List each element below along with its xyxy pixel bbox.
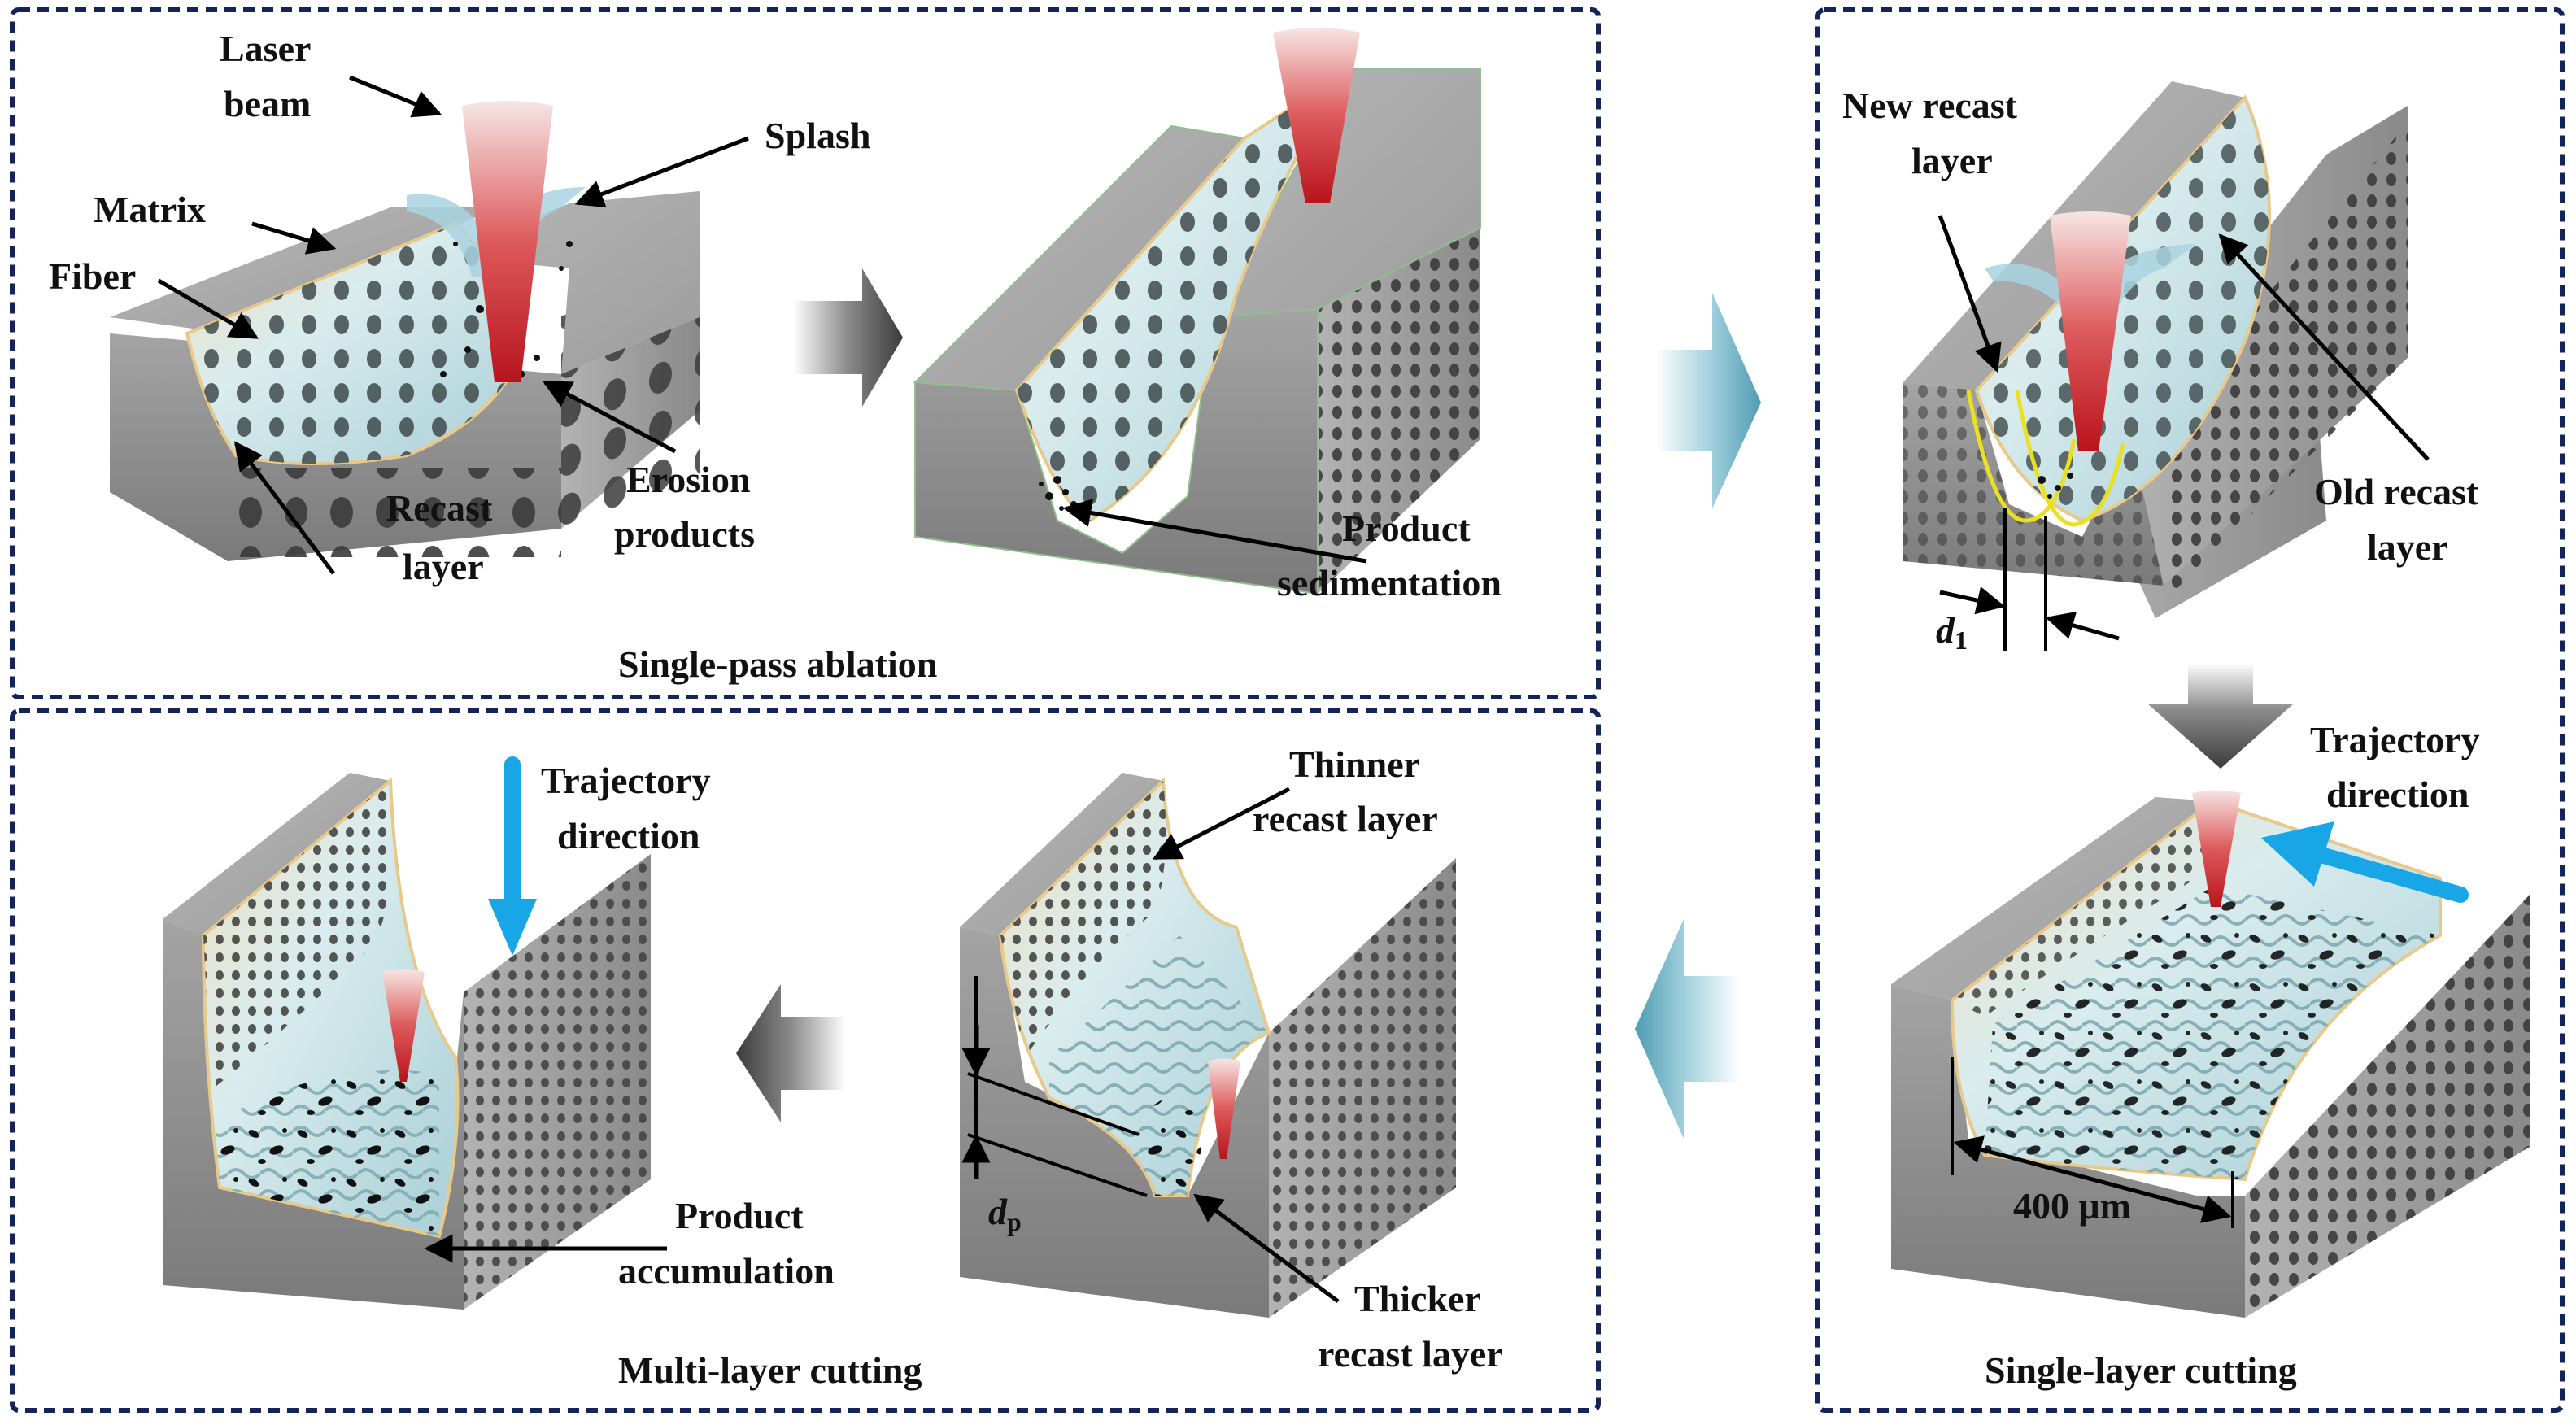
pointer-erosion bbox=[542, 380, 677, 454]
label-traj-single-2: direction bbox=[2326, 774, 2469, 815]
label-splash: Splash bbox=[765, 115, 870, 156]
laser-cone-icon bbox=[382, 969, 425, 1082]
block-single-layer-bottom bbox=[1891, 790, 2530, 1318]
blue-chevron-arrow-icon bbox=[1635, 919, 1741, 1139]
trajectory-arrow-single-layer bbox=[2261, 821, 2469, 903]
label-erosion-1: Erosion bbox=[626, 459, 751, 500]
laser-cone-icon bbox=[2192, 790, 2241, 907]
label-traj-multi-2: direction bbox=[557, 815, 700, 856]
block-multi-layer-left bbox=[163, 773, 651, 1310]
laser-cone-icon bbox=[462, 101, 553, 382]
label-thinner-2: recast layer bbox=[1253, 798, 1438, 839]
label-width-400um: 400 μm bbox=[2013, 1185, 2131, 1227]
pointer-new-recast bbox=[1937, 215, 2002, 373]
dark-chevron-arrow-icon bbox=[736, 984, 846, 1122]
label-thinner-1: Thinner bbox=[1289, 743, 1420, 785]
d1-arrow-right bbox=[2045, 611, 2120, 641]
pointer-splash bbox=[574, 136, 749, 208]
label-erosion-2: products bbox=[614, 513, 755, 555]
title-multi-layer: Multi-layer cutting bbox=[618, 1349, 922, 1391]
label-laser-beam-1: Laser bbox=[220, 28, 311, 69]
width-dim-line bbox=[1953, 1135, 2232, 1223]
pointer-fiber bbox=[157, 278, 259, 340]
frame-single-layer bbox=[1815, 7, 2565, 1413]
frame-multi-layer bbox=[10, 708, 1601, 1413]
pointer-thinner bbox=[1152, 787, 1291, 861]
frame-single-pass bbox=[10, 7, 1601, 699]
block-single-pass-result bbox=[913, 28, 1481, 595]
laser-cone-icon bbox=[1273, 28, 1360, 203]
label-dp: dp bbox=[988, 1191, 1022, 1236]
label-product-sed-1: Product bbox=[1342, 508, 1471, 549]
dp-line-bottom bbox=[967, 1133, 1148, 1197]
label-product-sed-2: sedimentation bbox=[1277, 562, 1502, 604]
dp-line-top bbox=[967, 1072, 1140, 1136]
dark-chevron-arrow-icon bbox=[793, 268, 903, 407]
title-single-pass: Single-pass ablation bbox=[618, 643, 937, 685]
label-thicker-1: Thicker bbox=[1354, 1278, 1481, 1319]
pointer-laser-beam bbox=[349, 75, 442, 118]
label-fiber: Fiber bbox=[49, 255, 136, 297]
pointer-matrix bbox=[251, 221, 337, 255]
label-laser-beam-2: beam bbox=[224, 83, 311, 124]
label-matrix: Matrix bbox=[94, 189, 206, 230]
pointer-product-sed bbox=[1062, 499, 1367, 564]
pointer-recast bbox=[233, 441, 335, 575]
block-single-pass-initial bbox=[110, 101, 700, 561]
label-old-recast-1: Old recast bbox=[2314, 471, 2479, 512]
label-accum-1: Product bbox=[675, 1195, 804, 1236]
trajectory-arrow-multi-layer bbox=[488, 756, 537, 956]
label-recast-2: layer bbox=[403, 546, 484, 587]
d1-arrow-left bbox=[1939, 586, 2006, 615]
laser-cone-icon bbox=[2050, 211, 2131, 451]
label-traj-single-1: Trajectory bbox=[2310, 719, 2480, 760]
label-accum-2: accumulation bbox=[618, 1250, 835, 1292]
block-single-layer-top bbox=[1903, 81, 2408, 618]
dark-chevron-arrow-icon bbox=[2147, 663, 2294, 769]
label-traj-multi-1: Trajectory bbox=[541, 760, 711, 801]
label-new-recast-2: layer bbox=[1911, 140, 1993, 181]
label-old-recast-2: layer bbox=[2367, 526, 2448, 568]
pointer-old-recast bbox=[2218, 233, 2430, 461]
blue-chevron-arrow-icon bbox=[1655, 293, 1761, 508]
block-multi-layer-right bbox=[960, 773, 1456, 1318]
label-recast-1: Recast bbox=[386, 487, 493, 529]
pointer-thicker bbox=[1193, 1193, 1340, 1304]
title-single-layer: Single-layer cutting bbox=[1985, 1349, 2297, 1391]
label-new-recast-1: New recast bbox=[1842, 85, 2018, 126]
laser-cone-icon bbox=[1208, 1058, 1240, 1159]
label-thicker-2: recast layer bbox=[1318, 1333, 1503, 1375]
label-d1: d1 bbox=[1936, 609, 1968, 655]
